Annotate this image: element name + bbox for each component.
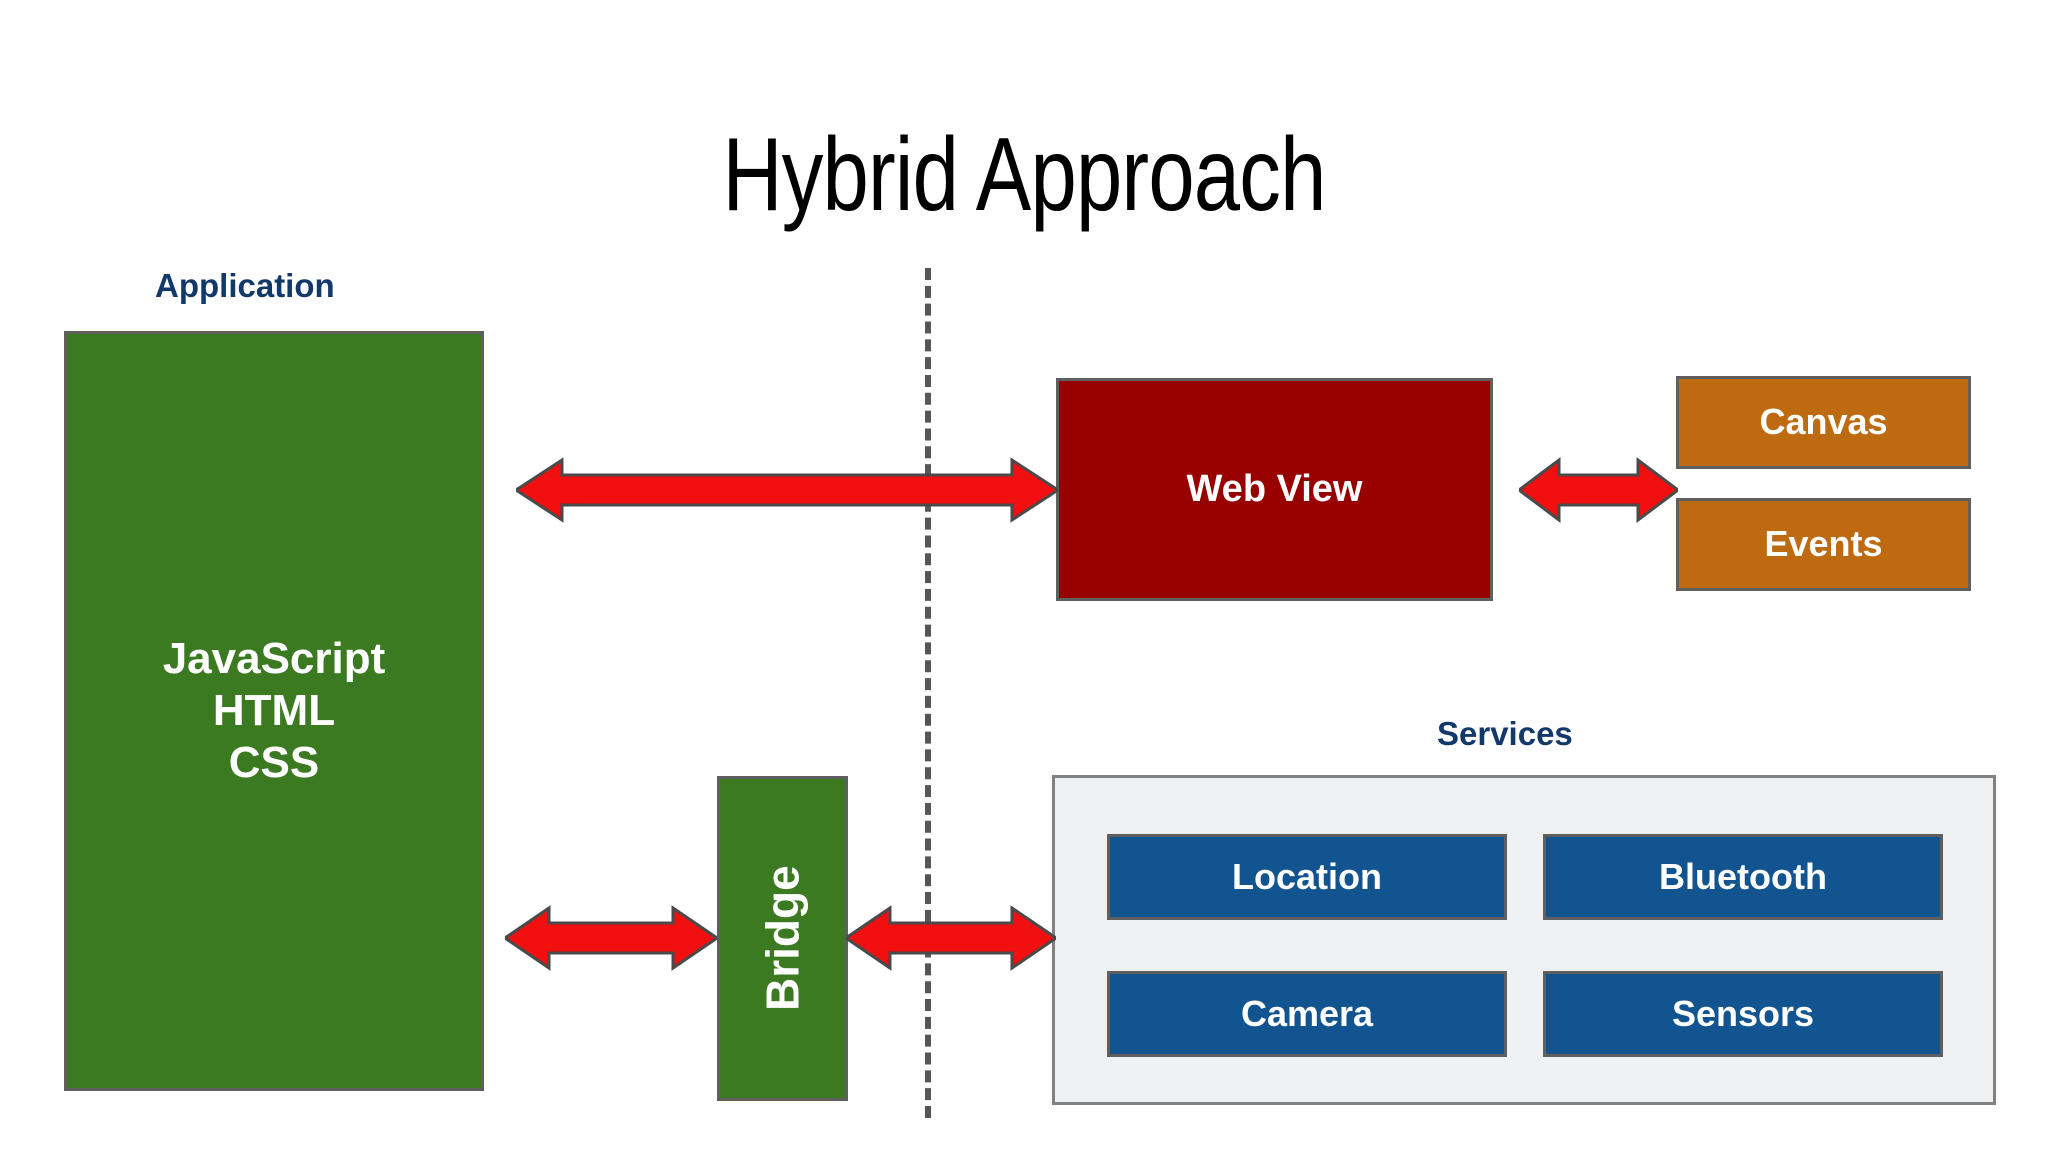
service-block-bluetooth[interactable]: Bluetooth: [1543, 834, 1943, 920]
service-block-sensors[interactable]: Sensors: [1543, 971, 1943, 1057]
bridge-to-services-arrow: [846, 905, 1056, 971]
webview-to-canvas-events-arrow: [1519, 457, 1678, 523]
bridge-block[interactable]: Bridge: [717, 776, 848, 1101]
service-block-location[interactable]: Location: [1107, 834, 1507, 920]
page-title: Hybrid Approach: [722, 117, 1326, 233]
application-line-javascript: JavaScript: [162, 634, 386, 684]
native-boundary-divider: [925, 268, 931, 1118]
application-caption: Application: [155, 267, 335, 304]
events-block[interactable]: Events: [1676, 498, 1971, 591]
application-block[interactable]: JavaScript HTML CSS: [64, 331, 484, 1091]
services-caption: Services: [1437, 715, 1573, 752]
canvas-block[interactable]: Canvas: [1676, 376, 1971, 469]
bridge-block-label: Bridge: [756, 865, 809, 1012]
web-view-block[interactable]: Web View: [1056, 378, 1493, 601]
application-to-webview-arrow: [516, 457, 1058, 523]
service-block-camera[interactable]: Camera: [1107, 971, 1507, 1057]
application-line-html: HTML: [212, 686, 336, 736]
application-to-bridge-arrow: [505, 905, 717, 971]
application-line-css: CSS: [228, 737, 320, 787]
